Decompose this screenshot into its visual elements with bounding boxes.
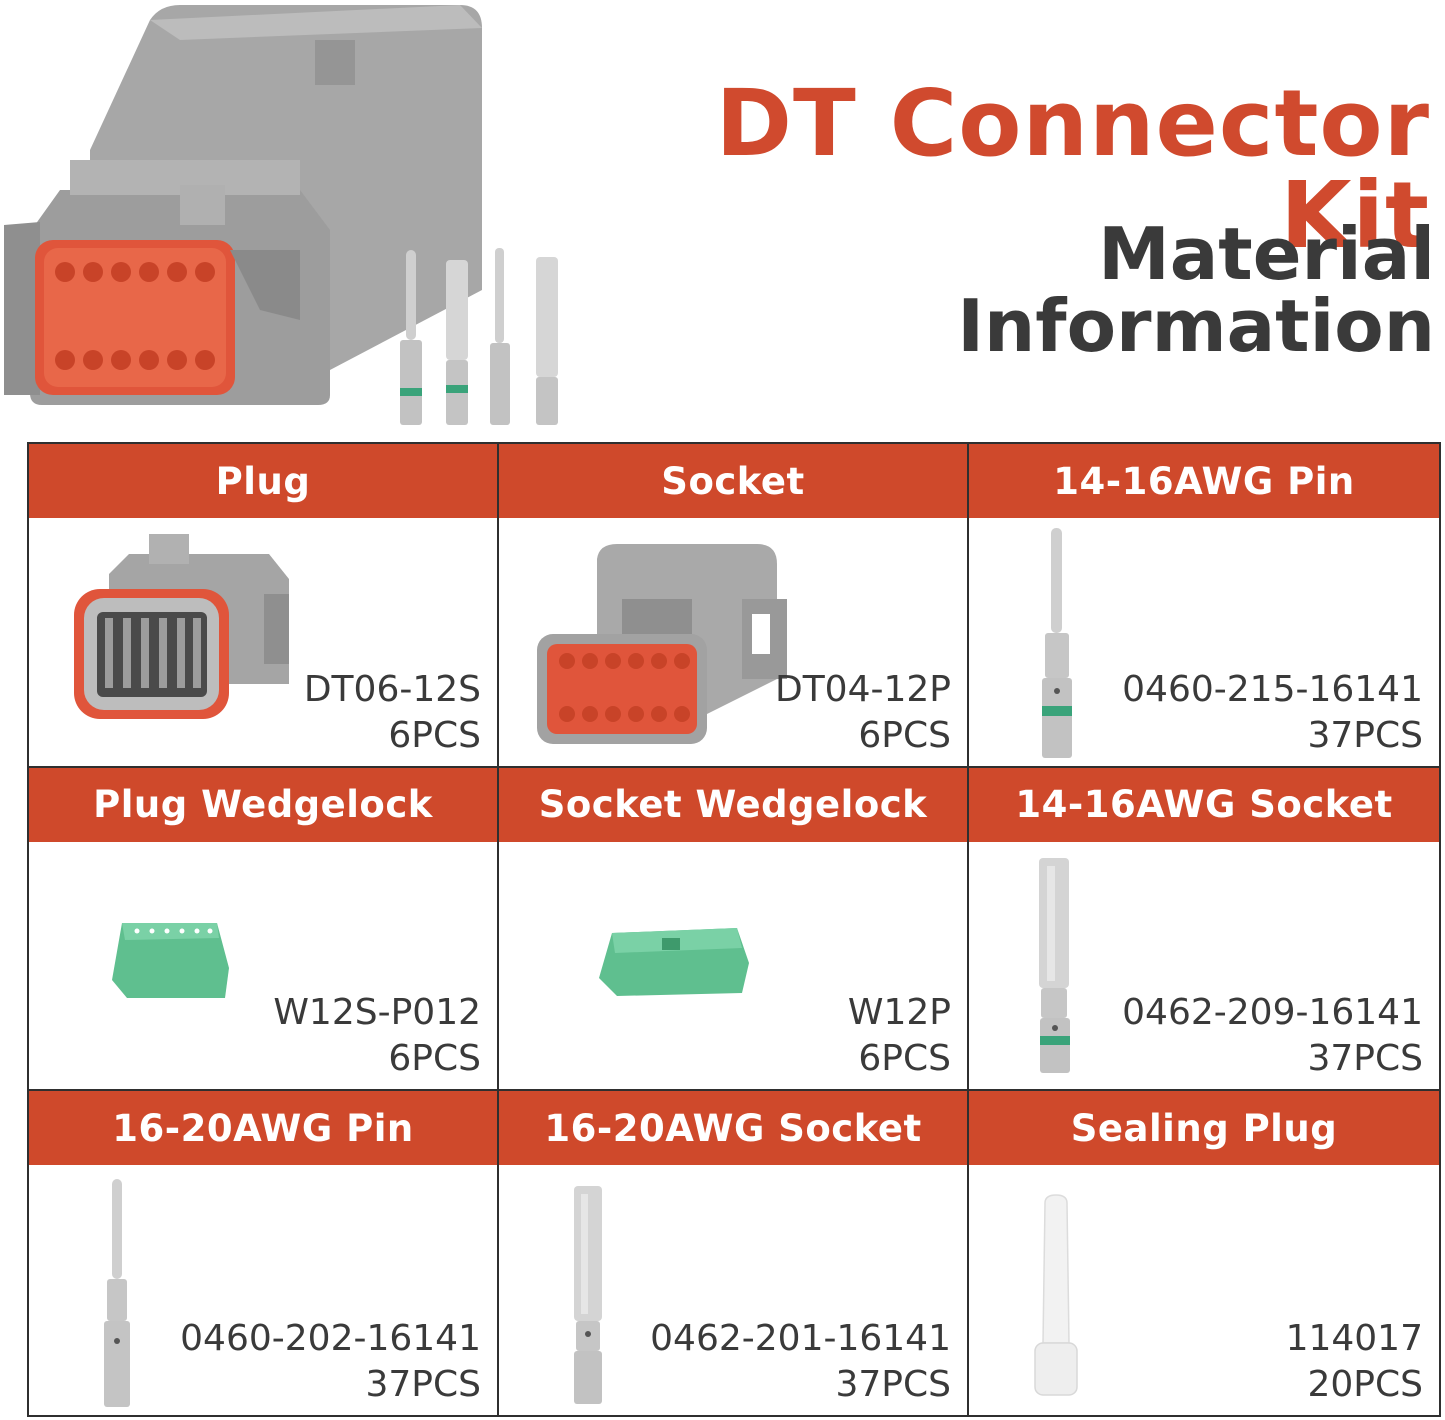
material-cell: 16-20AWG Pin 0460-202-16141 37PCS [29, 1091, 499, 1415]
material-cell: Plug Wedgelock W12S-P012 6PCS [29, 767, 499, 1092]
part-number: W12S-P012 [273, 992, 481, 1034]
quantity: 37PCS [365, 1363, 481, 1405]
part-number: 0462-209-16141 [1122, 992, 1423, 1034]
page-title: DT Connector Kit [715, 70, 1430, 269]
part-number: 114017 [1285, 1317, 1423, 1359]
socket-contact-icon [574, 1186, 602, 1405]
material-cell: Socket DT04-12P 6PCS [499, 444, 969, 768]
material-cell: 14-16AWG Pin 0460-215-16141 37PCS [969, 444, 1439, 768]
material-name: 16-20AWG Socket [499, 1091, 967, 1166]
connector-housing-icon [4, 5, 482, 405]
material-name: 14-16AWG Pin [969, 444, 1439, 518]
socket-wedgelock-icon [599, 927, 749, 996]
quantity: 37PCS [1307, 1038, 1423, 1080]
material-name: Plug [29, 444, 497, 518]
material-cell: 14-16AWG Socket 0462-209-16141 37PCS [969, 767, 1439, 1092]
part-number: DT06-12S [303, 668, 481, 710]
part-number: W12P [847, 992, 951, 1034]
material-name: 14-16AWG Socket [969, 767, 1439, 842]
plug-wedgelock-icon [112, 922, 229, 998]
pin-contact-icon [104, 1179, 130, 1408]
pin-contact-icon [1042, 528, 1072, 758]
material-name: 16-20AWG Pin [29, 1091, 497, 1166]
quantity: 6PCS [388, 1038, 481, 1080]
quantity: 37PCS [1307, 714, 1423, 756]
contact-pins-icon [400, 248, 558, 425]
material-cell: 16-20AWG Socket 0462-201-16141 37PCS [499, 1091, 969, 1415]
material-name: Sealing Plug [969, 1091, 1439, 1166]
material-cell: Sealing Plug 114017 20PCS [969, 1091, 1439, 1415]
socket-contact-icon [1039, 857, 1070, 1073]
page-subtitle: Material Information [957, 212, 1435, 368]
quantity: 37PCS [835, 1363, 951, 1405]
material-cell: Plug DT06-12S 6PCS [29, 444, 499, 768]
part-number: 0460-202-16141 [180, 1317, 481, 1359]
part-number: 0462-201-16141 [650, 1317, 951, 1359]
part-number: 0460-215-16141 [1122, 668, 1423, 710]
plug-housing-icon [74, 534, 289, 719]
hero-section: DT Connector Kit Material Information [0, 0, 1445, 440]
materials-table: Plug DT06-12S 6PCS Socket [27, 442, 1441, 1417]
quantity: 6PCS [858, 714, 951, 756]
material-name: Socket [499, 444, 967, 518]
part-number: DT04-12P [774, 668, 951, 710]
material-name: Socket Wedgelock [499, 767, 967, 842]
quantity: 6PCS [858, 1038, 951, 1080]
material-cell: Socket Wedgelock W12P 6PCS [499, 767, 969, 1092]
material-name: Plug Wedgelock [29, 767, 497, 842]
sealing-plug-icon [1034, 1194, 1078, 1397]
quantity: 20PCS [1307, 1363, 1423, 1405]
quantity: 6PCS [388, 714, 481, 756]
